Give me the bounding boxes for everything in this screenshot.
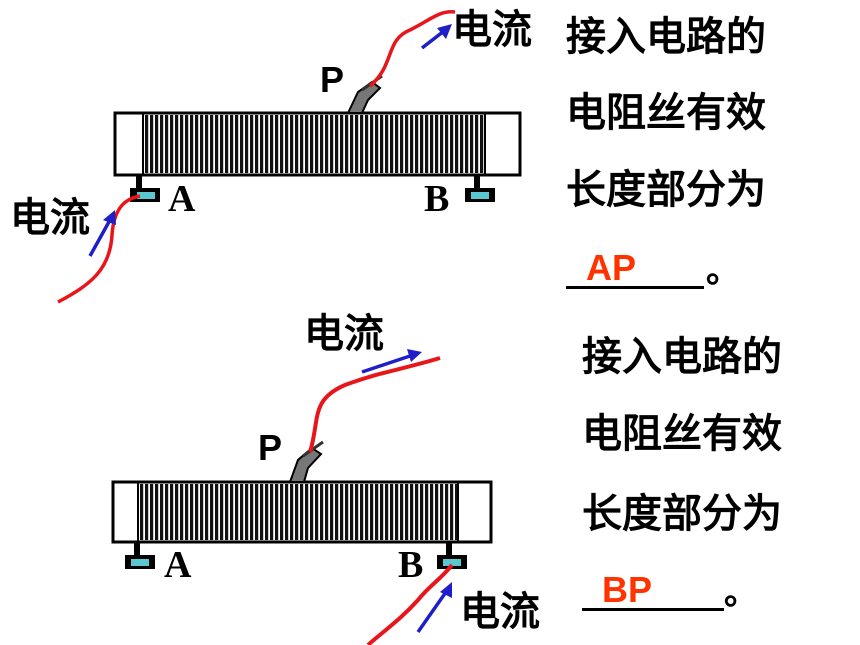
period-2: 。 [724,573,758,613]
terminal-a-label-2: A [164,544,192,586]
question-2-line-1: 接入电路的 [582,334,782,380]
question-1-line-1: 接入电路的 [566,14,766,60]
slider-label-1: P [320,59,345,100]
current-label-top-1: 电流 [452,7,532,53]
current-label-left-1: 电流 [10,195,90,241]
answer-1: AP [586,247,637,288]
terminal-a-1 [130,176,160,202]
terminal-b-label-1: B [424,178,450,220]
current-label-top-2: 电流 [304,311,384,357]
terminal-b-1 [465,176,495,202]
arrow-top-1 [420,24,452,50]
wire-left-1 [57,194,141,304]
wire-top-2 [308,356,441,453]
period-1: 。 [706,251,740,291]
arrow-left-1 [88,210,116,257]
wire-bottom-2 [366,563,454,645]
rheostat-2-coil [138,484,458,540]
terminal-b-label-2: B [398,544,424,586]
question-2-line-3: 长度部分为 [582,491,782,537]
slider-p-2 [288,440,324,483]
answer-blank-1 [566,286,704,289]
rheostat-1-coil [143,115,485,173]
rheostat-1 [57,10,522,304]
question-1-line-3: 长度部分为 [566,167,766,213]
terminal-a-2 [125,543,155,569]
slider-label-2: P [258,427,283,468]
question-1-line-2: 电阻丝有效 [566,90,766,136]
arrow-bottom-2 [416,582,452,634]
rheostat-2 [111,349,493,645]
terminal-a-label-1: A [168,178,196,220]
answer-blank-2 [582,608,724,611]
arrow-top-2 [361,349,422,374]
current-label-bottom-2: 电流 [460,589,540,635]
answer-2: BP [602,569,653,610]
question-2-line-2: 电阻丝有效 [582,411,782,457]
wire-top-1 [368,10,456,88]
terminal-b-2 [437,543,467,569]
